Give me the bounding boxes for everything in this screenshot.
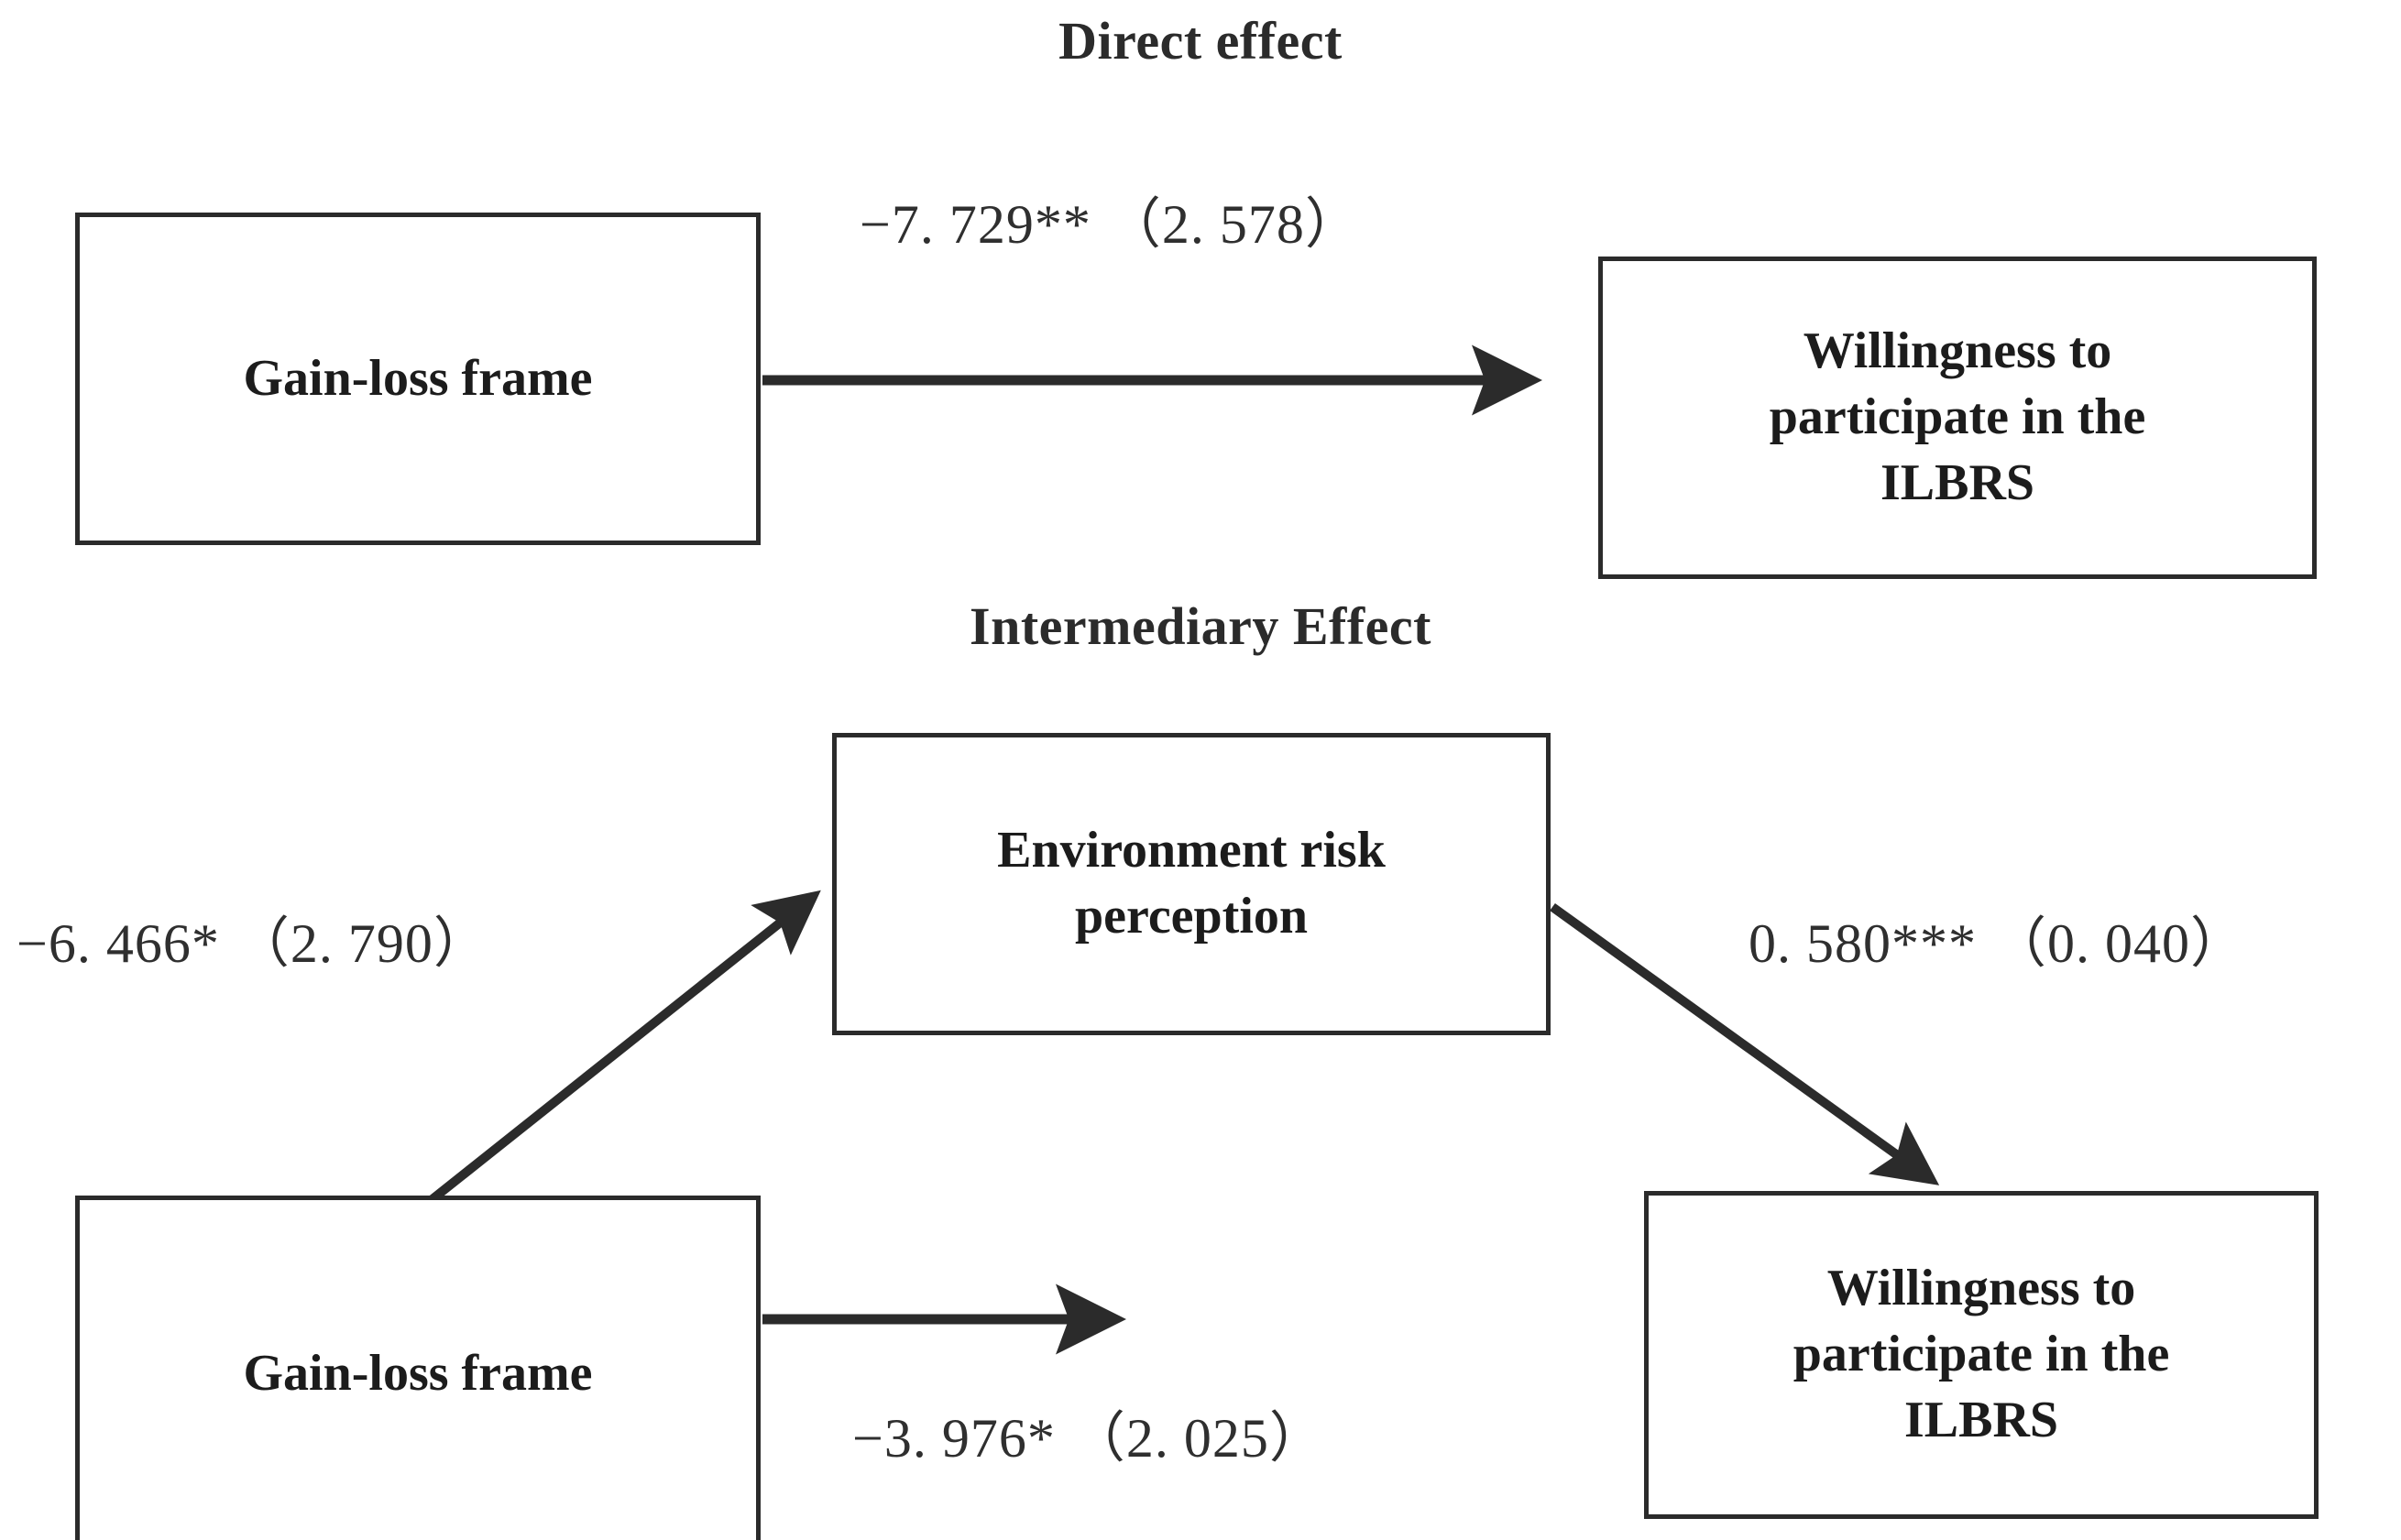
node-gain-loss-frame-bottom[interactable]: Gain-loss frame xyxy=(75,1196,761,1540)
node-willingness-participate-ilbrs-top[interactable]: Willingness to participate in the ILBRS xyxy=(1598,257,2317,579)
node-label-multiline: Willingness to participate in the ILBRS xyxy=(1665,1256,2297,1453)
node-label-multiline: Willingness to participate in the ILBRS xyxy=(1619,319,2296,516)
node-label-line-1: Environment risk xyxy=(997,822,1386,879)
edge-label-direct-effect: −7. 729** （2. 578） xyxy=(860,194,1361,255)
node-environment-risk-perception[interactable]: Environment risk perception xyxy=(832,733,1551,1035)
node-label-line-1: Willingness to xyxy=(1803,322,2112,380)
node-label-line-2: perception xyxy=(1074,888,1309,945)
node-label-line-2: participate in the xyxy=(1793,1326,2170,1383)
node-label-line-1: Willingness to xyxy=(1826,1260,2136,1317)
section-title-direct-effect: Direct effect xyxy=(1058,11,1343,71)
node-willingness-participate-ilbrs-bottom[interactable]: Willingness to participate in the ILBRS xyxy=(1644,1191,2319,1519)
node-label-line-3: ILBRS xyxy=(1880,453,2035,511)
node-label-line-2: participate in the xyxy=(1769,388,2146,446)
node-label: Gain-loss frame xyxy=(243,349,593,407)
edge-label-a-path: −6. 466* （2. 790） xyxy=(16,913,489,974)
edge-label-c-prime-path: −3. 976* （2. 025） xyxy=(852,1408,1325,1469)
node-label-line-3: ILBRS xyxy=(1903,1391,2059,1448)
node-label: Gain-loss frame xyxy=(243,1345,593,1403)
edge-label-b-path: 0. 580*** （0. 040） xyxy=(1749,913,2246,974)
section-title-intermediary-effect: Intermediary Effect xyxy=(970,596,1431,656)
node-label-multiline: Environment risk perception xyxy=(853,818,1529,949)
node-gain-loss-frame-top[interactable]: Gain-loss frame xyxy=(75,213,761,545)
